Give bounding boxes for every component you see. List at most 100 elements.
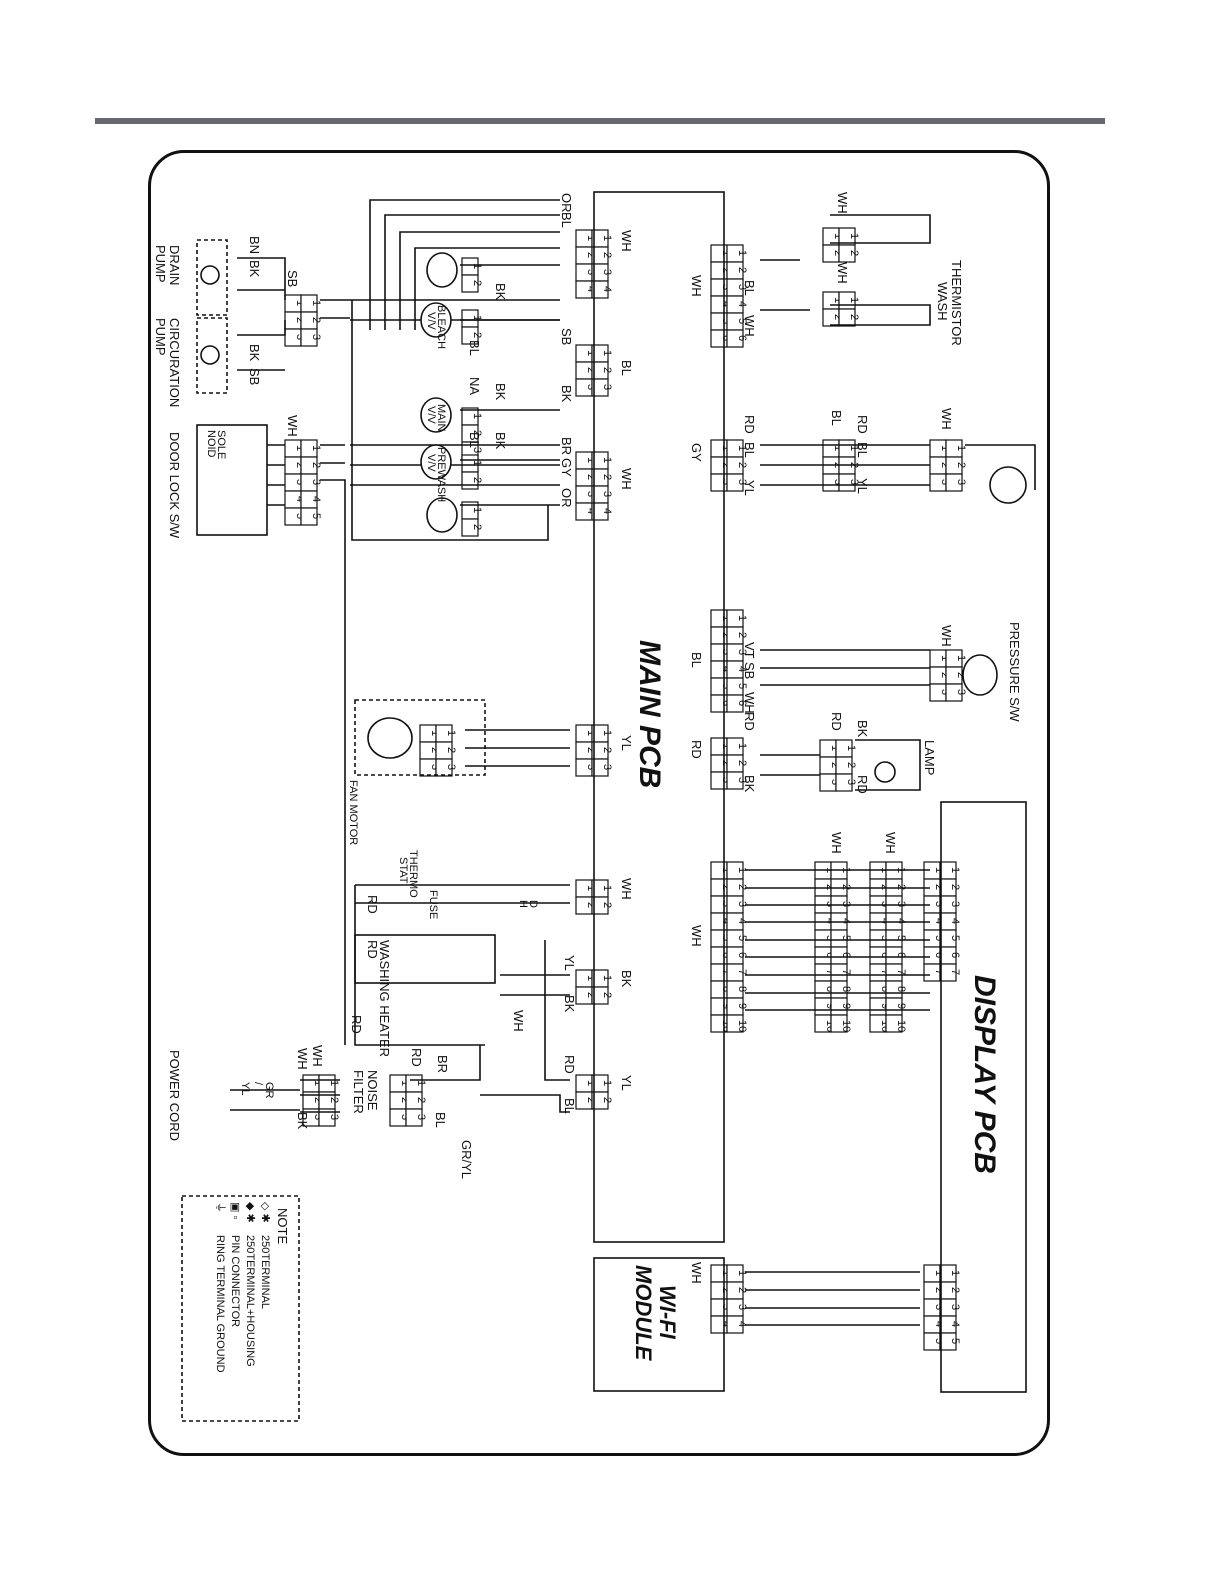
note-item-4: RING TERMINAL GROUND: [214, 1235, 226, 1373]
bottom-valve-circle: [426, 497, 458, 533]
connector-pin-number: 6: [933, 952, 945, 958]
connector-pin-number: 2: [601, 1097, 613, 1103]
connector-pin-number: 1: [736, 867, 748, 873]
wire-wifi-bus: [745, 1271, 920, 1326]
wire-label-rd-lamp: RD: [689, 740, 704, 759]
wire-door-lock-loop: [351, 300, 549, 541]
connector-pin-number: 2: [845, 762, 857, 768]
wifi-module-outline: [593, 1257, 725, 1392]
connector-pin-number: 3: [848, 479, 860, 485]
note-item-1: 250TERMINAL: [259, 1235, 271, 1309]
wire-door-lock-links: [267, 444, 285, 506]
fuse-label: FUSE: [427, 890, 439, 919]
note-item-2: 250TERMINAL+HOUSING: [244, 1235, 256, 1367]
connector-pin-number: 1: [848, 233, 860, 239]
drain-pump-label-2: PUMP: [153, 245, 168, 283]
connector-pin-number: 4: [895, 918, 907, 924]
connector-pin: [461, 274, 479, 293]
connector-pin-number: 2: [601, 902, 613, 908]
wire-lamp: [760, 739, 921, 791]
connector-pin-number: 3: [955, 479, 967, 485]
connector-pin: [726, 771, 744, 790]
wire-label-bk-cord: BK: [295, 1112, 310, 1130]
connector-pin-number: 2: [832, 314, 844, 320]
connector-pin-number: 3: [845, 779, 857, 785]
wire-main-to-pumps: [320, 299, 350, 1045]
wire-label-rd-heater: RD: [365, 895, 380, 914]
connector-pin-number: 6: [736, 335, 748, 341]
connector-pin-number: 4: [736, 1321, 748, 1327]
connector-pin-number: 1: [933, 1270, 945, 1276]
connector-pin-number: 1: [312, 1080, 324, 1086]
thermistor-label-1: THERMISTOR: [949, 260, 964, 346]
connector-pin-number: 6: [720, 700, 732, 706]
wire-label-rd-lamp-3: RD: [855, 775, 870, 794]
connector-pin-number: 5: [879, 935, 891, 941]
lamp-label: LAMP: [922, 740, 937, 775]
connector-pin-number: 2: [294, 317, 306, 323]
connector-pin-number: 2: [328, 1097, 340, 1103]
connector-pin-number: 3: [720, 649, 732, 655]
connector-pin-number: 3: [736, 479, 748, 485]
connector-pin-number: 1: [720, 743, 732, 749]
connector-pin: [591, 758, 609, 777]
connector-pin: [939, 963, 957, 982]
main-valve-label-2: V/V: [425, 406, 437, 424]
connector-pin-number: 2: [720, 760, 732, 766]
wire-label-rd-lamp-2: RD: [829, 712, 844, 731]
wire-label-bk-heater-2: BK: [562, 995, 577, 1013]
wire-pump-links: [237, 257, 286, 371]
main-pcb-label: MAIN PCB: [633, 640, 666, 788]
wifi-label-1: WI-FI: [655, 1285, 680, 1340]
connector-pin-number: 2: [585, 474, 597, 480]
connector-pin-number: 5: [949, 935, 961, 941]
connector-pin: [300, 507, 318, 526]
connector-pin-number: 6: [949, 952, 961, 958]
connector-pin-number: 3: [736, 1304, 748, 1310]
connector-pin-number: 3: [736, 777, 748, 783]
connector-pin-number: 6: [720, 952, 732, 958]
wire-label-bl-motor-3: BL: [855, 442, 870, 458]
connector-pin-number: 3: [736, 901, 748, 907]
connector-pin-number: 3: [601, 269, 613, 275]
wire-label-rd-motor: RD: [742, 415, 757, 434]
wire-pressure-sw: [760, 649, 930, 686]
connector-pin-number: 1: [829, 745, 841, 751]
connector-pin-number: 9: [736, 1003, 748, 1009]
connector-pin-number: 1: [949, 1270, 961, 1276]
circulation-pump-label-1: CIRCURATION: [167, 318, 182, 407]
wire-label-bk-drain: BK: [247, 260, 262, 278]
connector-pin-number: 9: [720, 1003, 732, 1009]
connector-pin: [726, 1315, 744, 1334]
washing-heater-label: WASHING HEATER: [377, 940, 392, 1057]
display-pcb-label: DISPLAY PCB: [968, 975, 1001, 1174]
wire-display-bus: [745, 869, 930, 1011]
connector-pin-number: 4: [720, 301, 732, 307]
thermostat-label-1: THERMO: [407, 850, 419, 898]
connector-pin-number: 1: [585, 350, 597, 356]
connector-pin-number: 7: [736, 969, 748, 975]
connector-pin-number: 9: [895, 1003, 907, 1009]
wire-label-bk-lamp: BK: [742, 775, 757, 793]
connector-pin-number: 2: [312, 1097, 324, 1103]
connector-pin-number: 5: [720, 935, 732, 941]
drain-pump-coil: [200, 265, 220, 285]
connector-pin: [726, 329, 744, 348]
connector-pin: [591, 378, 609, 397]
wire-label-wh-wifi: WH: [689, 1262, 704, 1284]
wire-gy-bundle: [760, 444, 1036, 490]
connector-pin-number: 3: [720, 1304, 732, 1310]
connector-pin-number: 7: [933, 969, 945, 975]
wire-label-gr-yl: GR/YL: [459, 1140, 474, 1179]
wire-label-vt: VT: [742, 642, 757, 659]
connector-pin-number: 2: [310, 462, 322, 468]
connector-pin: [838, 308, 856, 327]
connector-pin-number: 8: [736, 986, 748, 992]
connector-pin-number: 1: [736, 445, 748, 451]
connector-pin-number: 2: [832, 250, 844, 256]
